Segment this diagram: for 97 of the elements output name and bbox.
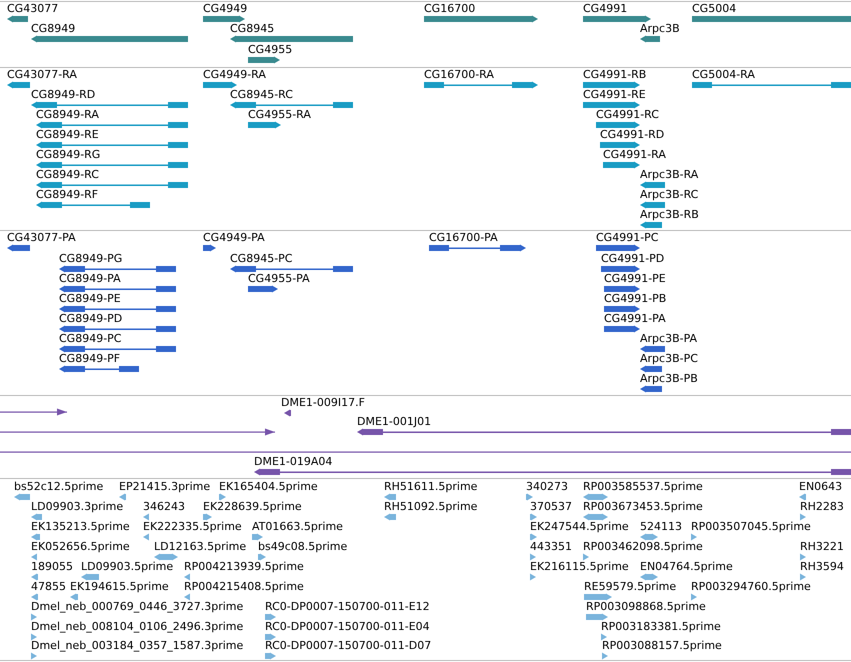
feature-label: 370537	[530, 500, 572, 513]
feature-label: CG43077	[7, 2, 58, 15]
feature-label: CG8949-RD	[31, 88, 96, 101]
feature-label: EP21415.3prime	[119, 480, 210, 493]
feature-label: CG4949-PA	[203, 231, 265, 244]
feature-label: RC0-DP0007-150700-011-E04	[265, 620, 430, 633]
feature-label: RP003183381.5prime	[601, 620, 721, 633]
feature-label: Arpc3B-RC	[640, 188, 698, 201]
feature-label: RP004213939.5prime	[184, 560, 304, 573]
feature-label: CG8949-PD	[59, 312, 122, 325]
feature-label: RH51611.5prime	[384, 480, 478, 493]
feature-label: CG4991-RA	[603, 148, 666, 161]
feature-label: CG4991-PB	[604, 292, 666, 305]
feature-label: RE59579.5prime	[584, 580, 676, 593]
feature-label: CG8949-PC	[59, 332, 122, 345]
feature-label: Arpc3B	[640, 22, 680, 35]
feature-label: CG8945-RC	[230, 88, 293, 101]
feature-label: CG4991-RC	[596, 108, 659, 121]
feature-label: 47855	[31, 580, 66, 593]
feature-label: EK194615.5prime	[70, 580, 169, 593]
feature-label: 346243	[143, 500, 185, 513]
feature-label: CG43077-RA	[7, 68, 77, 81]
feature-label: EN0643	[799, 480, 842, 493]
feature-label: CG4991-PD	[601, 252, 664, 265]
feature-label: CG8949-PG	[59, 252, 122, 265]
feature-label: AT01663.5prime	[252, 520, 343, 533]
feature-label: Dmel_neb_003184_0357_1587.3prime	[31, 639, 244, 652]
feature-label: RP003462098.5prime	[583, 540, 703, 553]
feature-label: EK135213.5prime	[31, 520, 130, 533]
feature-label: LD09903.5prime	[81, 560, 174, 573]
feature-label: 443351	[530, 540, 572, 553]
feature-label: DME1-001J01	[357, 415, 432, 428]
feature-label: EN04764.5prime	[640, 560, 733, 573]
feature-label: 189055	[31, 560, 73, 573]
feature-label: CG4955	[248, 43, 292, 56]
feature-label: CG8949-RC	[36, 168, 99, 181]
feature-label: EK247544.5prime	[530, 520, 629, 533]
feature-label: LD09903.3prime	[31, 500, 124, 513]
feature-label: CG8949-PA	[59, 272, 121, 285]
feature-label: Arpc3B-PA	[640, 332, 698, 345]
feature-label: EK052656.5prime	[31, 540, 130, 553]
feature-label: CG8949-PE	[59, 292, 121, 305]
feature-label: CG4949-RA	[203, 68, 266, 81]
feature-label: CG8949-PF	[59, 352, 120, 365]
feature-label: CG4991-RE	[583, 88, 646, 101]
feature-label: RC0-DP0007-150700-011-E12	[265, 600, 430, 613]
feature-label: CG4949	[203, 2, 248, 15]
feature-label: CG16700	[424, 2, 476, 15]
feature-label: RH3221	[800, 540, 844, 553]
feature-label: CG16700-PA	[429, 231, 498, 244]
feature-label: Dmel_neb_008104_0106_2496.3prime	[31, 620, 244, 633]
feature-label: CG4991-RD	[600, 128, 664, 141]
feature-label: Arpc3B-PC	[640, 352, 698, 365]
feature-label: RP003585537.5prime	[583, 480, 703, 493]
feature-label: CG8949-RG	[36, 148, 100, 161]
feature-label: RP003088157.5prime	[602, 639, 722, 652]
feature-label: CG8945	[230, 22, 274, 35]
feature-label: CG8945-PC	[230, 252, 292, 265]
feature-label: EK222335.5prime	[143, 520, 242, 533]
feature-label: CG5004-RA	[692, 68, 755, 81]
feature-label: DME1-009I17.F	[281, 396, 365, 409]
feature-label: CG5004	[692, 2, 736, 15]
feature-label: CG8949-RA	[36, 108, 99, 121]
feature-label: bs52c12.5prime	[14, 480, 104, 493]
feature-label: Arpc3B-PB	[640, 372, 698, 385]
feature-label: 524113	[640, 520, 682, 533]
feature-label: EK228639.5prime	[203, 500, 302, 513]
feature-label: CG43077-PA	[7, 231, 76, 244]
feature-label: CG4955-PA	[248, 272, 310, 285]
feature-label: RP003294760.5prime	[691, 580, 811, 593]
feature-label: DME1-019A04	[254, 455, 332, 468]
feature-label: RH2283	[800, 500, 844, 513]
feature-label: CG16700-RA	[424, 68, 494, 81]
feature-label: RP003673453.5prime	[583, 500, 703, 513]
feature-label: RH51092.5prime	[384, 500, 478, 513]
feature-label: CG4955-RA	[248, 108, 311, 121]
feature-label: RP003098868.5prime	[586, 600, 706, 613]
feature-label: CG4991-PC	[596, 231, 658, 244]
feature-label: RP004215408.5prime	[184, 580, 304, 593]
feature-label: RC0-DP0007-150700-011-D07	[265, 639, 432, 652]
feature-label: CG8949-RE	[36, 128, 99, 141]
feature-label: bs49c08.5prime	[258, 540, 348, 553]
feature-label: CG4991-PE	[604, 272, 666, 285]
feature-label: CG8949	[31, 22, 76, 35]
feature-label: RP003507045.5prime	[691, 520, 811, 533]
feature-label: Arpc3B-RB	[640, 208, 699, 221]
feature-label: CG4991-RB	[583, 68, 646, 81]
feature-label: CG4991-PA	[604, 312, 666, 325]
feature-label: 340273	[526, 480, 568, 493]
feature-label: CG4991	[583, 2, 628, 15]
feature-label: LD12163.5prime	[154, 540, 246, 553]
feature-label: EK165404.5prime	[219, 480, 318, 493]
feature-label: RH3594	[800, 560, 844, 573]
feature-label: EK216115.5prime	[530, 560, 629, 573]
feature-label: CG8949-RF	[36, 188, 98, 201]
feature-label: Arpc3B-RA	[640, 168, 698, 181]
feature-label: Dmel_neb_000769_0446_3727.3prime	[31, 600, 244, 613]
